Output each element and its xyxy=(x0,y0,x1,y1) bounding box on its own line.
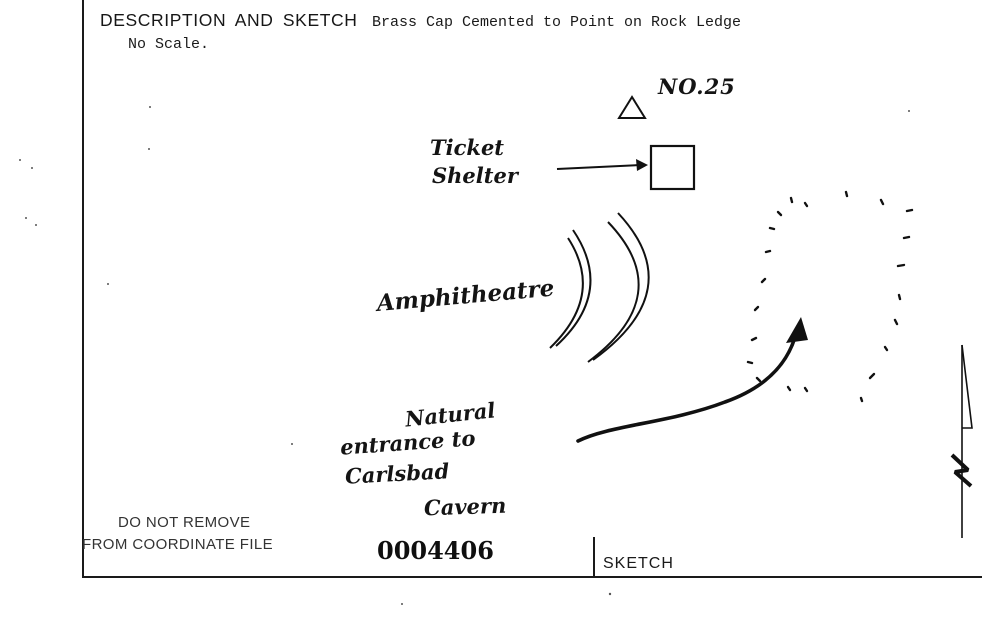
triangle-station-icon xyxy=(617,95,647,119)
square-building-icon xyxy=(649,144,696,191)
scale-note: No Scale. xyxy=(128,36,210,53)
mark-description: Brass Cap Cemented to Point on Rock Ledg… xyxy=(371,14,741,31)
entrance-label-line4: Cavern xyxy=(423,492,507,521)
do-not-remove-line2: FROM COORDINATE FILE xyxy=(82,536,274,553)
scan-specks xyxy=(19,106,910,605)
station-number-label: NO.25 xyxy=(658,74,736,99)
frame-left-border xyxy=(82,0,84,578)
ticket-arrow xyxy=(556,159,648,171)
file-number: 0004406 xyxy=(377,536,494,565)
sketch-divider-line xyxy=(593,537,595,577)
ticket-shelter-label-line1: Ticket xyxy=(430,135,505,160)
cavern-outline-dots xyxy=(746,190,914,403)
do-not-remove-line1: DO NOT REMOVE xyxy=(118,514,251,531)
ticket-shelter-label-line2: Shelter xyxy=(432,163,518,188)
frame-bottom-border xyxy=(82,576,982,578)
amphitheatre-arcs xyxy=(549,212,650,363)
header: DESCRIPTION AND SKETCH Brass Cap Cemente… xyxy=(100,10,741,31)
sketch-section-label: SKETCH xyxy=(603,555,674,572)
section-title: DESCRIPTION AND SKETCH xyxy=(100,10,358,30)
entrance-arrow xyxy=(576,317,808,443)
north-arrow-icon xyxy=(950,344,973,538)
